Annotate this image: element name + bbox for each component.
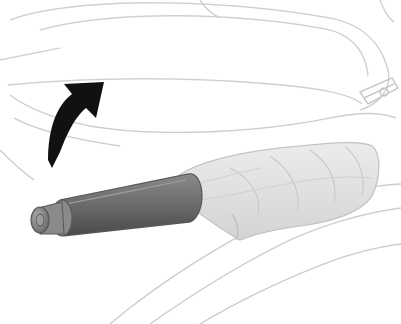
curved-arrow-icon <box>48 82 104 168</box>
lever-grip <box>52 174 202 236</box>
seat-outline <box>0 0 394 110</box>
release-button <box>31 202 64 234</box>
lever-boot <box>178 143 379 240</box>
